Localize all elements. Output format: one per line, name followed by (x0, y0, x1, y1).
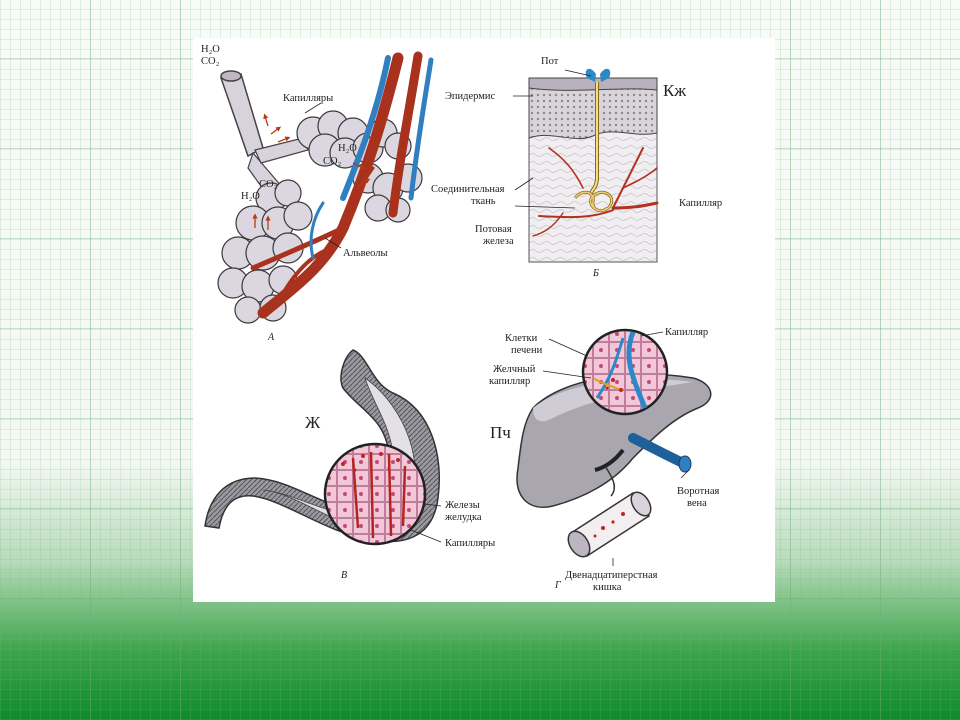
leader-line (304, 102, 322, 114)
leader-line (324, 237, 342, 249)
label-bile-1: Желчный (493, 364, 536, 375)
label-capillaries-c: Капилляры (445, 538, 495, 549)
label-gland-1: Потовая (475, 224, 512, 235)
label-connective-2: ткань (471, 196, 496, 207)
panel-c-stomach: Ж Железы желудка Капилляры В (204, 349, 495, 581)
panel-a-lungs: H₂O CO₂ Капилляры H₂O CO₂ CO₂ H₂O Альвео… (201, 44, 434, 343)
panel-letter-a: А (267, 332, 275, 343)
label-capillary-b: Капилляр (679, 198, 722, 209)
label-co2-top: CO₂ (201, 56, 220, 67)
label-h2o-top: H₂O (201, 44, 220, 55)
leader-line (548, 338, 588, 357)
panel-d-liver: Клетки печени Капилляр Желчный капилляр … (489, 327, 719, 593)
organ-label-skin: Кж (663, 81, 686, 100)
grid-line (880, 0, 881, 720)
leader-line (542, 370, 592, 379)
label-portal-2: вена (687, 498, 707, 509)
leader-line (564, 69, 592, 77)
panel-b-skin: Пот Эпидермис Кж Соединительная ткань Ка… (431, 56, 722, 279)
label-glands-2: желудка (444, 512, 482, 523)
label-connective-1: Соединительная (431, 184, 505, 195)
organ-label-stomach: Ж (305, 413, 321, 432)
panel-letter-d: Г (554, 580, 561, 591)
grid-line (90, 0, 91, 720)
label-co2-left: CO₂ (259, 179, 278, 190)
label-h2o-mid: H₂O (338, 143, 357, 154)
grid-line (790, 0, 791, 720)
panel-letter-c: В (341, 570, 347, 581)
diagram-svg: H₂O CO₂ Капилляры H₂O CO₂ CO₂ H₂O Альвео… (201, 44, 722, 593)
label-cells-1: Клетки (505, 333, 538, 344)
label-duodenum-1: Двенадцатиперстная (565, 570, 658, 581)
grid-line (180, 0, 181, 720)
label-bile-2: капилляр (489, 376, 530, 387)
leader-line (514, 177, 534, 191)
label-capillary-d: Капилляр (665, 327, 708, 338)
panel-letter-b: Б (592, 268, 599, 279)
label-epidermis: Эпидермис (445, 91, 496, 102)
label-cells-2: печени (511, 345, 543, 356)
leader-line (640, 331, 664, 337)
label-capillaries-a: Капилляры (283, 93, 333, 104)
leader-line (514, 205, 576, 209)
label-gland-2: железа (482, 236, 514, 247)
label-glands-1: Железы (445, 500, 480, 511)
label-h2o-left: H₂O (241, 191, 260, 202)
label-co2-mid: CO₂ (323, 156, 342, 167)
leader-line (424, 503, 442, 507)
label-sweat: Пот (541, 56, 559, 67)
organ-label-liver: Пч (490, 423, 511, 442)
label-duodenum-2: кишка (593, 582, 622, 593)
leader-line (410, 529, 442, 543)
label-portal-1: Воротная (677, 486, 719, 497)
leader-line (680, 469, 690, 479)
diagram-figure: H₂O CO₂ Капилляры H₂O CO₂ CO₂ H₂O Альвео… (193, 38, 775, 602)
label-alveoli: Альвеолы (343, 248, 388, 259)
